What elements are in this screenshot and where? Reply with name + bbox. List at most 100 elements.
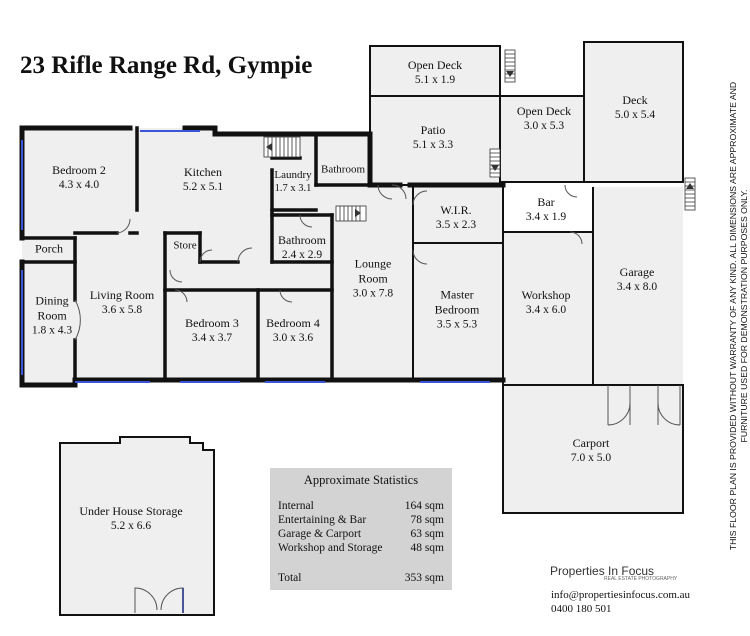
statistics-heading: Approximate Statistics: [303, 473, 419, 487]
stat-row: Entertaining & Bar 78 sqm: [278, 514, 444, 526]
room-name: Lounge Room: [354, 256, 392, 286]
room-open-deck-1: Open Deck 5.1 x 1.9: [408, 58, 462, 88]
room-bathroom: Bathroom 2.4 x 2.9: [278, 233, 326, 263]
interior-walls: [20, 126, 372, 382]
room-dims: 1.7 x 3.1: [274, 183, 312, 194]
page-title: 23 Rifle Range Rd, Gympie: [20, 52, 313, 79]
room-dims: 3.0 x 5.3: [523, 120, 565, 132]
room-dims: 3.4 x 3.7: [191, 332, 233, 344]
stat-value: 78 sqm: [410, 514, 444, 526]
open-deck-1-floor: [370, 46, 500, 96]
stat-label: Garage & Carport: [278, 528, 362, 540]
room-name: Bathroom: [321, 163, 365, 176]
room-dims: 7.0 x 5.0: [570, 452, 612, 464]
room-name: Bedroom 3: [185, 316, 239, 330]
room-garage: Garage 3.4 x 8.0: [617, 265, 657, 295]
stat-total-row: Total 353 sqm: [278, 572, 444, 584]
stair-arrows: [266, 71, 694, 217]
room-dims: 3.0 x 7.8: [352, 287, 394, 300]
room-dims: 3.5 x 5.3: [436, 318, 478, 331]
room-dims: 3.0 x 3.6: [272, 332, 314, 344]
stat-label: Internal: [278, 500, 314, 512]
room-dims: 3.6 x 5.8: [101, 304, 143, 316]
room-dims: 1.8 x 4.3: [31, 324, 73, 337]
under-house-floor: [60, 437, 214, 615]
deck-floor: [584, 42, 683, 182]
room-bedroom-2: Bedroom 2 4.3 x 4.0: [52, 163, 106, 193]
stat-value: 63 sqm: [410, 528, 444, 540]
room-name: Bathroom: [278, 233, 326, 247]
room-kitchen: Kitchen 5.2 x 5.1: [183, 165, 223, 195]
disclaimer-text: THIS FLOOR PLAN IS PROVIDED WITHOUT WARR…: [728, 81, 749, 551]
brand-logo: Properties In Focus REAL ESTATE PHOTOGRA…: [550, 564, 677, 582]
room-dims: 3.4 x 8.0: [616, 281, 658, 293]
room-dining: Dining Room 1.8 x 4.3: [22, 294, 82, 339]
room-master-bedroom: Master Bedroom 3.5 x 5.3: [427, 288, 487, 333]
thin-walls: [59, 41, 684, 616]
stat-value: 164 sqm: [404, 500, 444, 512]
room-name: Store: [173, 239, 197, 252]
room-name: Carport: [572, 436, 610, 450]
room-name: Laundry: [274, 169, 312, 181]
room-bedroom-3: Bedroom 3 3.4 x 3.7: [185, 316, 239, 346]
stat-row: Internal 164 sqm: [278, 500, 444, 512]
room-name: Master Bedroom: [434, 287, 480, 317]
room-name: Garage: [619, 265, 655, 279]
room-name: Kitchen: [184, 165, 222, 179]
room-name: Workshop: [521, 288, 571, 302]
room-name: Open Deck: [516, 104, 572, 118]
room-porch: Porch: [35, 242, 63, 257]
open-deck-2-floor: [500, 96, 584, 182]
room-open-deck-2: Open Deck 3.0 x 5.3: [517, 104, 571, 134]
room-bedroom-4: Bedroom 4 3.0 x 3.6: [266, 316, 320, 346]
room-name: Bedroom 4: [266, 316, 320, 330]
room-dims: 3.4 x 1.9: [525, 211, 567, 223]
contact-info: info@propertiesinfocus.com.au 0400 180 5…: [551, 588, 690, 616]
brand-name: Properties In Focus: [550, 564, 655, 578]
stat-row: Garage & Carport 63 sqm: [278, 528, 444, 540]
room-patio: Patio 5.1 x 3.3: [413, 123, 453, 153]
room-name: Bar: [537, 195, 555, 209]
room-dims: 5.1 x 1.9: [414, 74, 456, 86]
stat-total-label: Total: [278, 572, 302, 584]
room-carport: Carport 7.0 x 5.0: [571, 436, 611, 466]
floor-fills: [22, 42, 683, 615]
room-dims: 3.5 x 2.3: [435, 219, 477, 231]
room-workshop: Workshop 3.4 x 6.0: [521, 288, 570, 318]
room-dims: 4.3 x 4.0: [58, 179, 100, 191]
contact-email: info@propertiesinfocus.com.au: [551, 589, 691, 601]
windows: [21, 130, 490, 613]
carport-floor: [503, 385, 683, 513]
room-dims: 5.0 x 5.4: [614, 109, 656, 121]
room-name: Deck: [622, 93, 648, 107]
room-laundry: Laundry 1.7 x 3.1: [274, 169, 311, 195]
room-lounge: Lounge Room 3.0 x 7.8: [347, 257, 399, 302]
room-name: W.I.R.: [440, 203, 472, 217]
patio-floor: [370, 96, 500, 185]
stat-label: Workshop and Storage: [278, 542, 383, 554]
room-living: Living Room 3.6 x 5.8: [90, 288, 154, 318]
room-name: Bedroom 2: [52, 163, 106, 177]
room-name: Porch: [35, 241, 63, 256]
brand-tagline: REAL ESTATE PHOTOGRAPHY: [604, 576, 678, 582]
room-dims: 3.4 x 6.0: [525, 304, 567, 316]
room-dims: 5.2 x 6.6: [110, 520, 152, 532]
stat-total-value: 353 sqm: [404, 572, 444, 584]
room-store: Store: [173, 240, 196, 253]
room-name: Open Deck: [407, 58, 463, 72]
room-under-house-storage: Under House Storage 5.2 x 6.6: [79, 504, 182, 534]
room-dims: 2.4 x 2.9: [281, 249, 323, 261]
statistics-panel: Approximate Statistics Internal 164 sqm …: [270, 468, 452, 590]
stat-value: 48 sqm: [410, 542, 444, 554]
room-name: Dining Room: [35, 293, 69, 323]
room-deck: Deck 5.0 x 5.4: [615, 93, 655, 123]
room-dims: 5.2 x 5.1: [182, 181, 224, 193]
room-dims: 5.1 x 3.3: [412, 139, 454, 151]
room-name: Living Room: [89, 288, 155, 302]
doors: [74, 184, 681, 613]
stat-label: Entertaining & Bar: [278, 514, 367, 526]
room-bathroom-small: Bathroom: [321, 164, 365, 177]
stat-row: Workshop and Storage 48 sqm: [278, 542, 444, 554]
room-name: Patio: [420, 123, 446, 137]
